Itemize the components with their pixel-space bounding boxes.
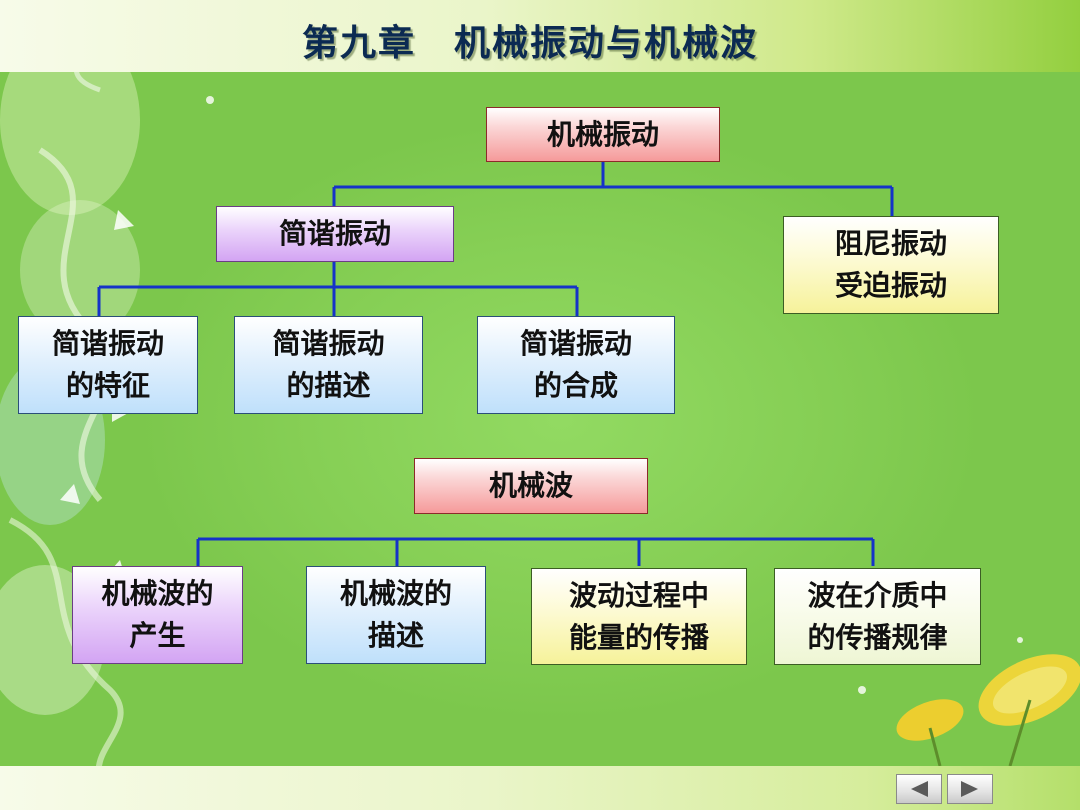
dandelion-decoration [896, 654, 1080, 767]
node-medium-propagation: 波在介质中 的传播规律 [774, 568, 981, 665]
node-label-line: 波动过程中 [568, 578, 709, 612]
petal-decoration [114, 210, 134, 230]
previous-slide-button[interactable] [896, 774, 942, 804]
node-label-line: 简谐振动 [519, 327, 632, 360]
header-bar [0, 0, 1080, 72]
swirl-decoration [8, 517, 124, 803]
node-label-line: 机械波的 [339, 577, 452, 610]
node-mechanical-wave: 机械波 [414, 458, 648, 514]
node-mechanical-vibration: 机械振动 [486, 107, 720, 162]
node-label-line: 的传播规律 [807, 620, 948, 654]
node-label: 简谐振动 [278, 217, 391, 250]
balloon-decoration [20, 200, 140, 340]
triangle-left-icon [911, 781, 928, 797]
node-label-line: 机械波的 [101, 577, 214, 610]
node-wave-generation: 机械波的 产生 [72, 566, 243, 664]
node-label: 机械波 [488, 469, 573, 502]
node-wave-description: 机械波的 描述 [306, 566, 486, 664]
sparkle-decoration [858, 686, 866, 694]
petal-decoration [60, 484, 80, 504]
node-label-line: 简谐振动 [51, 327, 164, 360]
balloon-decoration [0, 25, 140, 215]
node-label-line: 的合成 [533, 369, 618, 402]
node-shm-features: 简谐振动 的特征 [18, 316, 198, 414]
node-label-line: 简谐振动 [272, 327, 385, 360]
node-label: 机械振动 [546, 117, 659, 151]
node-label-line: 的特征 [65, 369, 150, 402]
node-simple-harmonic-vibration: 简谐振动 [216, 206, 454, 262]
node-shm-composition: 简谐振动 的合成 [477, 316, 675, 414]
node-label-line: 的描述 [286, 369, 371, 402]
node-label-line: 描述 [367, 619, 424, 652]
node-label-line: 受迫振动 [834, 269, 947, 302]
node-label-line: 阻尼振动 [834, 227, 947, 260]
node-shm-description: 简谐振动 的描述 [234, 316, 423, 414]
triangle-right-icon [961, 781, 978, 797]
sparkle-decoration [1017, 637, 1023, 643]
node-label-line: 能量的传播 [568, 620, 709, 654]
next-slide-button[interactable] [947, 774, 993, 804]
sparkle-decoration [206, 96, 214, 104]
node-damped-forced-vibration: 阻尼振动 受迫振动 [783, 216, 999, 314]
page-title: 第九章 机械振动与机械波 [301, 22, 758, 64]
node-label-line: 产生 [129, 619, 186, 652]
node-energy-propagation: 波动过程中 能量的传播 [531, 568, 747, 665]
node-label-line: 波在介质中 [807, 578, 948, 612]
